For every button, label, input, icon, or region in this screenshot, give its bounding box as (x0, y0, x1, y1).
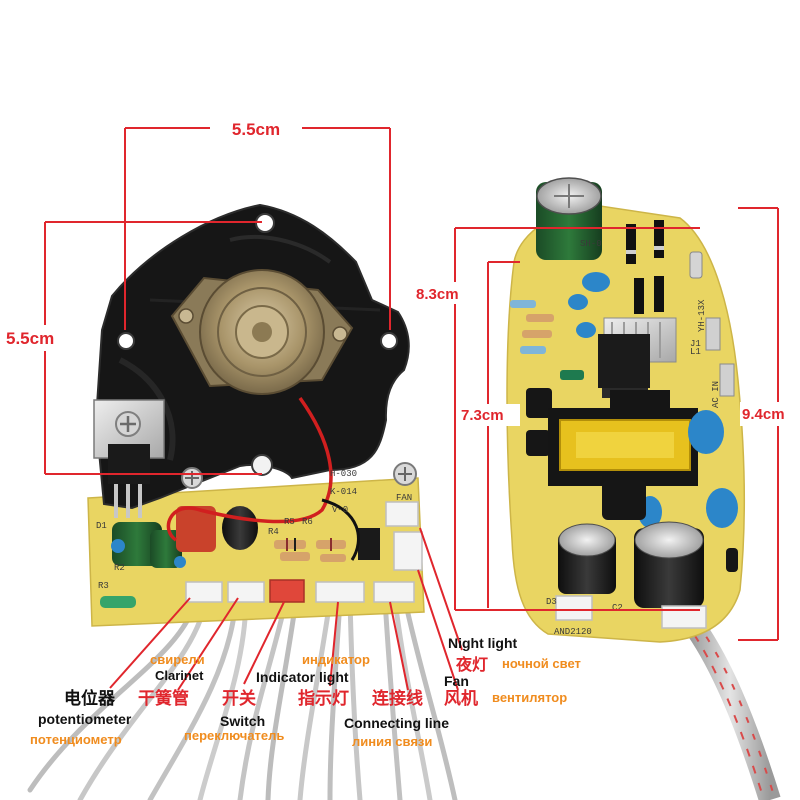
silk-model-2: K-014 (330, 487, 357, 497)
connecting-ru: линия связи (352, 734, 432, 749)
silk-and2120: AND2120 (554, 627, 592, 637)
fan-ru: вентилятор (492, 690, 567, 705)
connector-labels: Night light 夜灯 ночной свет свирели Clari… (30, 635, 581, 749)
switch-en: Switch (220, 713, 265, 729)
mount-hole-right (380, 332, 398, 350)
silk-l1: L1 (690, 347, 701, 357)
night-light-ru: ночной свет (502, 656, 581, 671)
silk-r4: R4 (268, 527, 279, 537)
dim-left-width: 5.5cm (232, 120, 280, 139)
silk-d1: D1 (96, 521, 107, 531)
mount-hole-bottom (251, 454, 273, 476)
clarinet-ru: свирели (150, 652, 205, 667)
atomizer-disc (170, 269, 354, 395)
silk-fan: FAN (396, 493, 412, 503)
silk-r2: R2 (114, 563, 125, 573)
left-regulator (93, 399, 165, 518)
dimension-labels: 5.5cm 5.5cm 8.3cm 7.3cm 9.4cm (2, 120, 798, 426)
ribbon-cable (681, 613, 781, 800)
silk-j1: J1 (690, 339, 701, 349)
switch-cn: 开关 (222, 688, 256, 709)
switch-ru: переключатель (184, 728, 284, 743)
mount-hole-left (117, 332, 135, 350)
indicator-ru: индикатор (302, 652, 370, 667)
silk-r5: R5 (284, 517, 295, 527)
connecting-en: Connecting line (344, 715, 449, 731)
connecting-cn: 连接线 (372, 688, 423, 709)
right-small-parts (510, 220, 703, 456)
label-leaders (109, 527, 463, 691)
dimension-lines (44, 127, 779, 641)
silk-c2: C2 (612, 603, 623, 613)
left-cables (27, 597, 458, 800)
dim-right-height: 9.4cm (742, 406, 785, 423)
indicator-en: Indicator light (256, 669, 349, 685)
silk-r3: R3 (98, 581, 109, 591)
night-light-cn: 夜灯 (455, 655, 488, 674)
dim-left-height: 5.5cm (6, 329, 54, 348)
transformer (548, 390, 698, 486)
red-wire (166, 396, 333, 542)
fan-en: Fan (444, 673, 469, 689)
silk-ac-in: AC IN (711, 381, 721, 408)
silk-model-3: V-0 (332, 505, 348, 515)
silk-model-1: H-030 (330, 469, 357, 479)
dim-right-width: 8.3cm (416, 286, 459, 303)
silk-r6: R6 (302, 517, 313, 527)
dim-right-inner: 7.3cm (461, 407, 504, 424)
silk-yh: YH-13X (697, 299, 707, 332)
potentiometer-ru: потенциометр (30, 732, 122, 747)
right-board: SH-0 C2 D3 AND2120 AC IN L1 YH-13X J1 (506, 177, 781, 800)
silk-right-model: SH-0 (580, 239, 602, 249)
potentiometer-en: potentiometer (38, 711, 132, 727)
left-pcb-components (100, 501, 423, 608)
left-board: H-030 K-014 V-0 FAN R4 R5 R6 R2 R3 D1 (27, 203, 458, 800)
night-light-en: Night light (448, 635, 518, 651)
potentiometer-cn: 电位器 (64, 688, 116, 709)
top-capacitor (536, 177, 602, 260)
clarinet-en: Clarinet (155, 668, 204, 683)
silk-d3: D3 (546, 597, 557, 607)
bottom-capacitors (558, 521, 738, 608)
fan-cn: 风机 (444, 688, 478, 709)
reed-switch-cn: 干簧管 (138, 688, 189, 709)
indicator-cn: 指示灯 (298, 688, 349, 709)
